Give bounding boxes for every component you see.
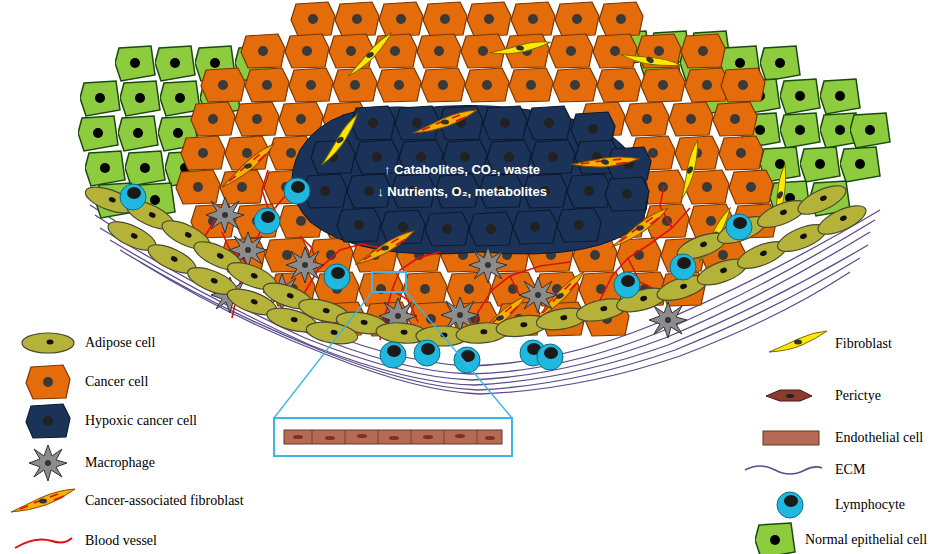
legend-label: Cancer-associated fibroblast <box>85 493 244 509</box>
legend-label: ECM <box>835 462 865 478</box>
legend-label: Cancer cell <box>85 374 148 390</box>
legend-label: Normal epithelial cell <box>805 532 927 548</box>
legend-label: Lymphocyte <box>835 497 905 513</box>
legend-label: Adipose cell <box>85 335 155 351</box>
legend-label: Macrophage <box>85 455 155 471</box>
legend-label: Perictye <box>835 388 881 404</box>
flux-label: ↑ Catabolites, CO₂, waste <box>384 162 540 178</box>
legend-label: Blood vessel <box>85 533 157 549</box>
legend-label: Endothelial cell <box>835 430 923 446</box>
flux-label: ↓ Nutrients, O₂, metabolites <box>377 184 547 200</box>
legend-label: Fibroblast <box>835 336 892 352</box>
legend-label: Hypoxic cancer cell <box>85 413 197 429</box>
